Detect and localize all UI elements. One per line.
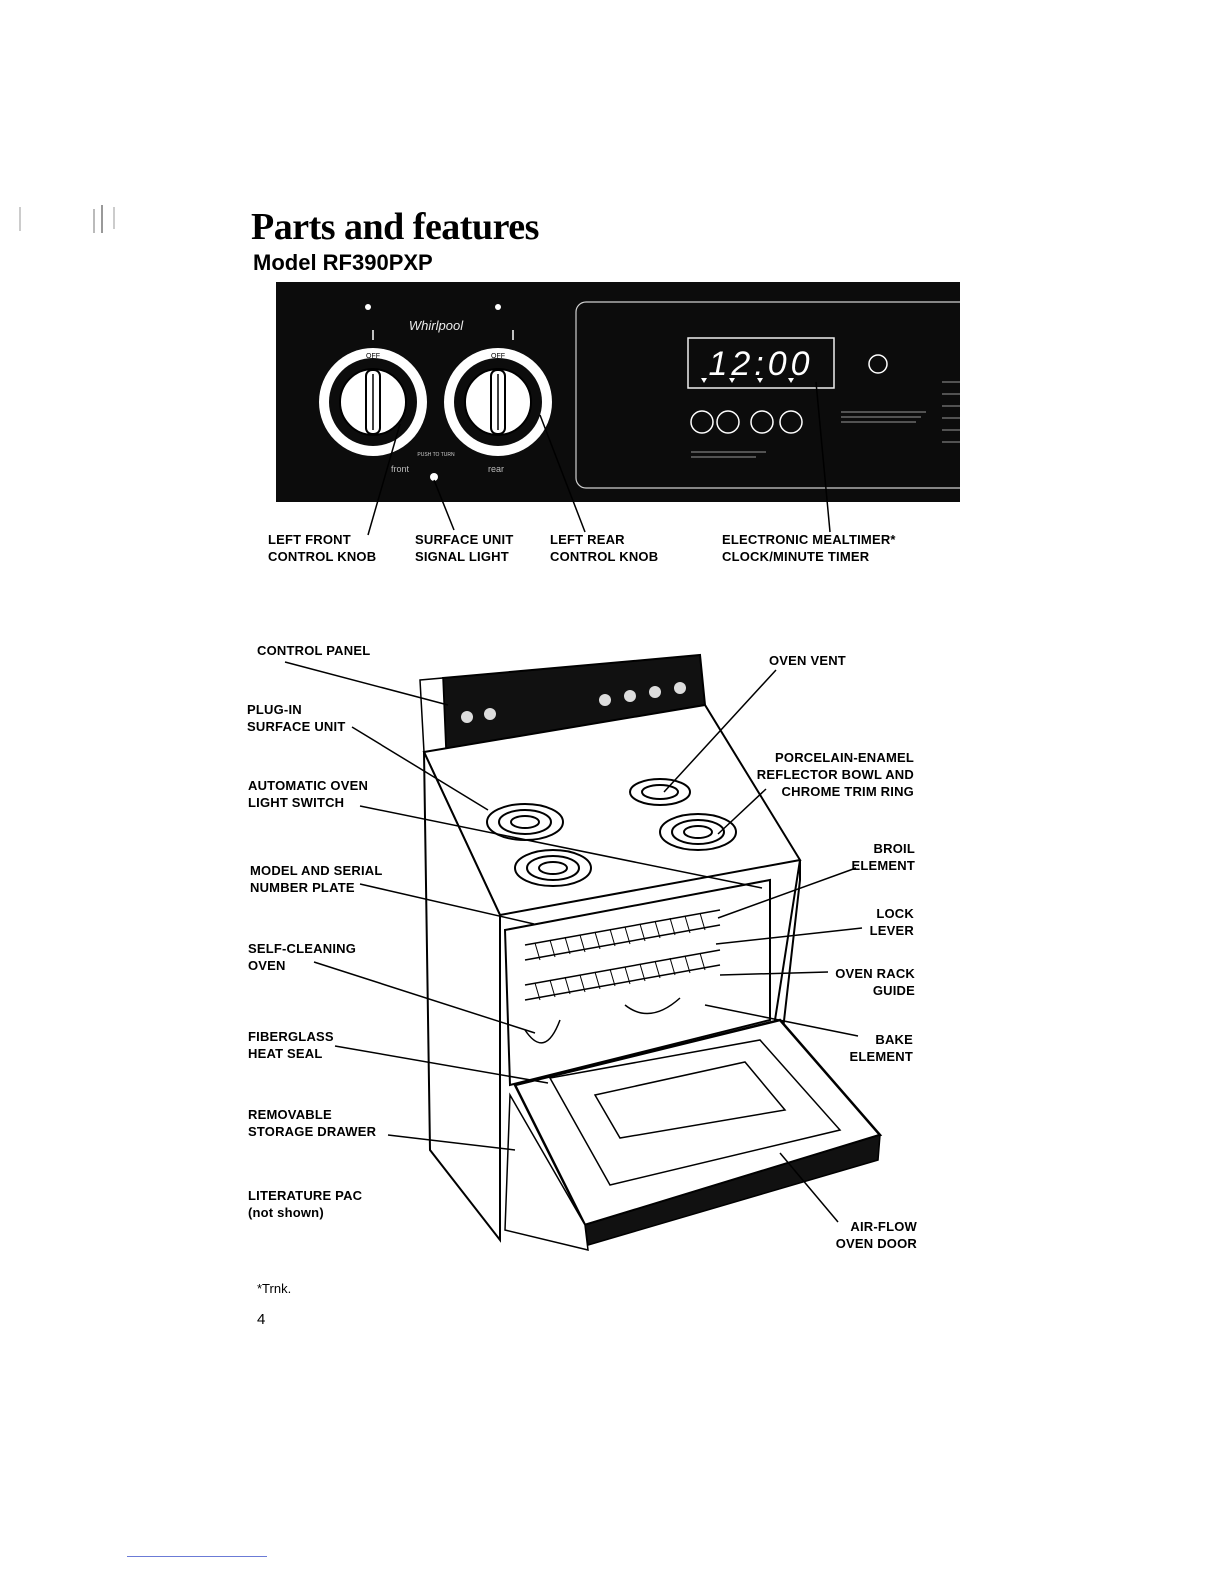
trademark-footnote: *Trnk. [257, 1281, 292, 1296]
mealtimer-label: ELECTRONIC MEALTIMER*CLOCK/MINUTE TIMER [722, 532, 896, 564]
literature-pac-label: LITERATURE PAC(not shown) [248, 1188, 363, 1220]
svg-text:PUSH TO TURN: PUSH TO TURN [417, 452, 455, 458]
model-subtitle: Model RF390PXP [253, 250, 433, 275]
svg-text:OFF: OFF [366, 353, 380, 360]
brand-logo: Whirlpool [409, 318, 464, 333]
scan-edge-marks [19, 205, 115, 233]
clock-display: 12:00 [708, 345, 813, 383]
page-number: 4 [257, 1311, 266, 1328]
bottom-rule [127, 1556, 267, 1557]
svg-text:rear: rear [488, 464, 504, 474]
svg-text:OFF: OFF [491, 353, 505, 360]
control-panel-illustration: Whirlpool OFF OFF front rear PUSH TO TUR… [276, 282, 960, 502]
left-rear-knob: OFF [444, 348, 552, 456]
page-title: Parts and features [251, 206, 539, 248]
left-front-knob: OFF [319, 348, 427, 456]
oven-vent-label: OVEN VENT [769, 653, 846, 668]
control-panel-label: CONTROL PANEL [257, 643, 371, 658]
svg-text:front: front [391, 464, 410, 474]
signal-light [430, 473, 438, 481]
